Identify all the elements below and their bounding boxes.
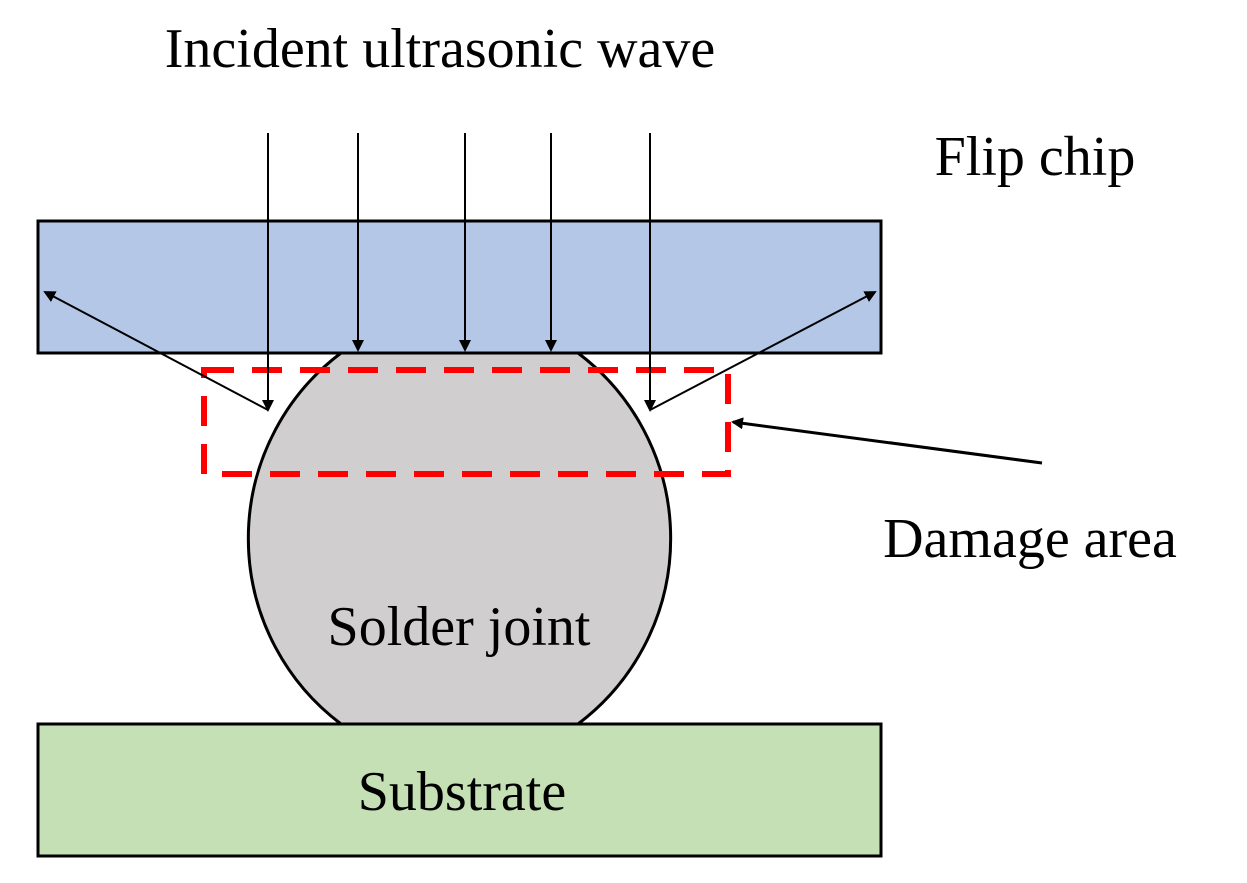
substrate-block <box>36 722 883 858</box>
substrate-label: Substrate <box>358 761 566 823</box>
incident-wave-label: Incident ultrasonic wave <box>165 18 715 80</box>
solder-joint-label: Solder joint <box>328 596 591 658</box>
damage-area-pointer-arrow <box>731 417 1043 465</box>
reflected-wave-arrows <box>43 291 877 411</box>
reflected-arrow-right <box>649 291 877 411</box>
flip-chip-block <box>36 219 883 355</box>
damage-area-label: Damage area <box>883 508 1177 570</box>
flip-chip-label: Flip chip <box>935 126 1136 188</box>
damage-area-outline <box>201 367 731 477</box>
reflected-arrow-left <box>43 291 269 411</box>
solder-joint-shape <box>246 351 673 726</box>
incident-wave-arrows <box>262 133 656 412</box>
